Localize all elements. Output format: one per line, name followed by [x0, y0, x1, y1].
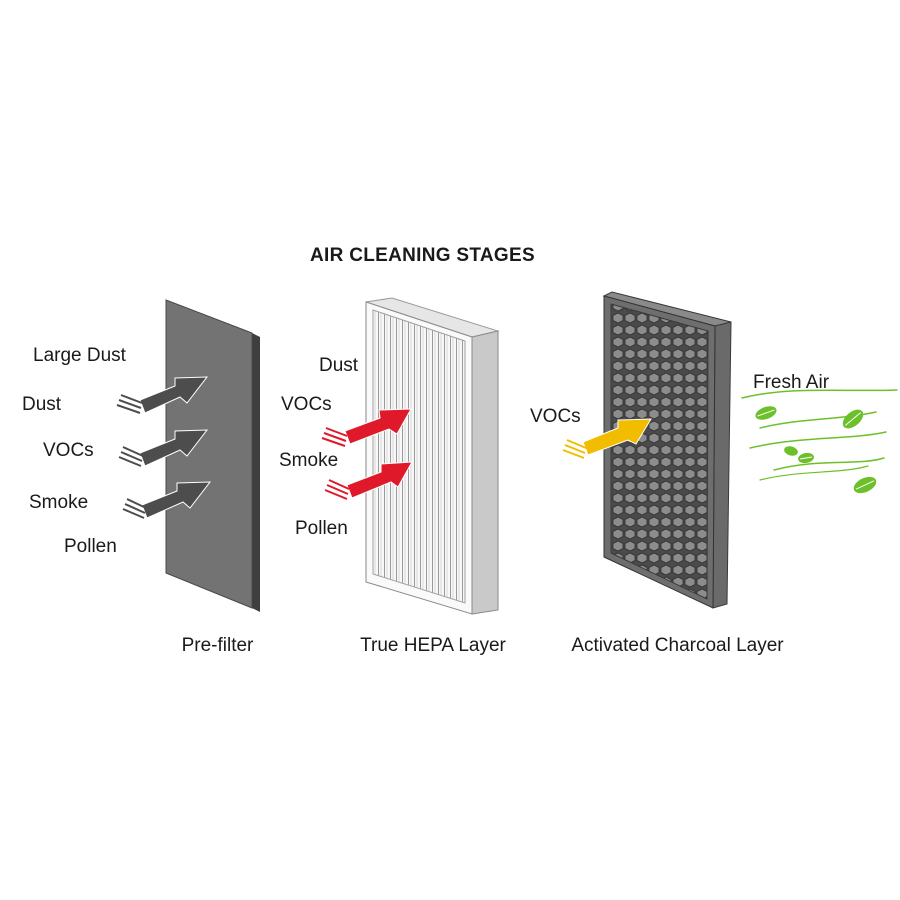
hepa-label-dust: Dust [319, 355, 359, 376]
pre-filter-arrow-2 [118, 429, 209, 467]
leaf-icon [853, 476, 877, 494]
leaf-icon [784, 446, 798, 456]
hepa-label-vocs: VOCs [281, 394, 332, 415]
fresh-air-swooshes [741, 389, 898, 481]
leaf-icon [755, 406, 777, 420]
charcoal-arrow [562, 418, 652, 459]
pre-filter-label-pollen: Pollen [64, 536, 117, 557]
fresh-air-label: Fresh Air [753, 372, 830, 393]
hepa-label-pollen: Pollen [295, 518, 348, 539]
charcoal-label-vocs: VOCs [530, 406, 581, 427]
caption-pre-filter: Pre-filter [181, 635, 254, 656]
pre-filter-arrow-3 [122, 481, 212, 519]
charcoal-panel [602, 291, 732, 609]
caption-charcoal: Activated Charcoal Layer [571, 635, 784, 656]
pre-filter-label-large-dust: Large Dust [33, 345, 126, 366]
pre-filter-label-smoke: Smoke [29, 492, 89, 513]
pre-filter-arrow-1 [116, 376, 209, 414]
leaf-icon [798, 452, 814, 464]
hepa-panel [365, 297, 500, 615]
diagram-title: AIR CLEANING STAGES [310, 245, 535, 266]
caption-hepa: True HEPA Layer [360, 635, 506, 656]
pre-filter-arrows [116, 376, 212, 519]
leaf-icons [755, 406, 877, 494]
leaf-icon [842, 409, 864, 429]
hepa-arrow-1 [321, 408, 412, 447]
pre-filter-label-dust: Dust [22, 394, 62, 415]
hepa-arrows [321, 408, 413, 500]
pre-filter-panel [165, 299, 260, 612]
hepa-arrow-2 [324, 461, 413, 500]
hepa-label-smoke: Smoke [279, 450, 339, 471]
pre-filter-label-vocs: VOCs [43, 440, 94, 461]
